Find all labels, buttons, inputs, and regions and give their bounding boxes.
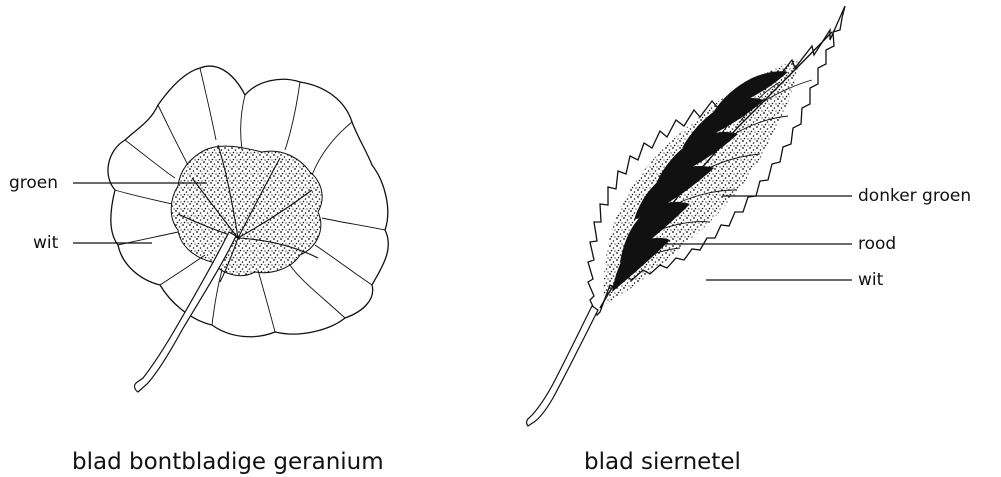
label-geranium-white: wit [33, 233, 58, 253]
label-nettle-white: wit [858, 270, 883, 290]
caption-nettle: blad siernetel [584, 448, 741, 476]
nettle-petiole [527, 306, 598, 426]
nettle-leaf-drawing [527, 6, 845, 426]
label-nettle-dark-green: donker groen [858, 186, 971, 206]
geranium-leaf-drawing [108, 66, 388, 392]
label-nettle-red: rood [858, 234, 896, 254]
caption-geranium: blad bontbladige geranium [72, 448, 384, 476]
label-geranium-green: groen [9, 173, 58, 193]
